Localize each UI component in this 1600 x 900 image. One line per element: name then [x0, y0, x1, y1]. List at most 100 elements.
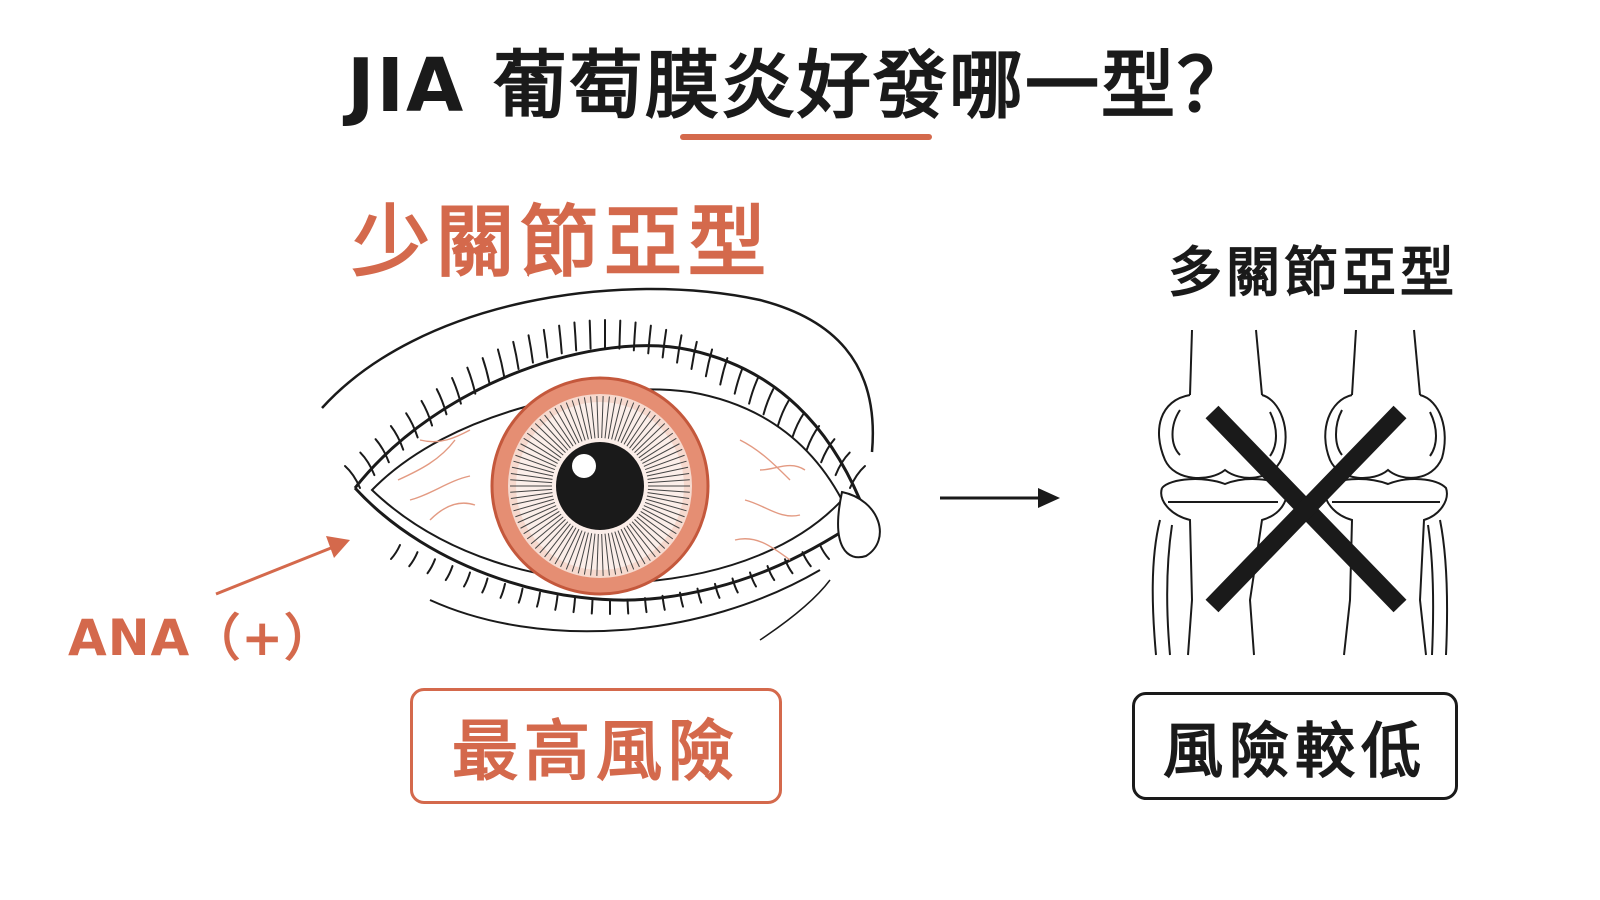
iris-fiber	[623, 527, 646, 565]
iris-fiber	[626, 525, 651, 561]
lower-eyelash	[749, 571, 757, 588]
highest-risk-badge: 最高風險	[410, 688, 782, 804]
lower-risk-text: 風險較低	[1163, 716, 1427, 787]
iris-fiber	[526, 432, 562, 459]
iris-fiber	[577, 398, 589, 440]
iris-fiber	[631, 418, 661, 451]
iris-fiber	[626, 411, 651, 447]
upper-eyelash	[661, 328, 668, 359]
iris-fiber	[640, 511, 677, 535]
lower-eyelash	[819, 544, 830, 560]
iris-fiber	[640, 437, 677, 461]
upper-eyelash	[573, 321, 578, 352]
upper-eyelash	[451, 377, 462, 405]
iris-fiber	[577, 532, 589, 574]
upper-eyelash	[690, 340, 698, 370]
title-underline	[680, 134, 932, 140]
iris-fiber	[554, 527, 577, 565]
highest-risk-text: 最高風險	[452, 713, 740, 790]
iris-fiber	[617, 530, 635, 570]
lower-risk-badge: 風險較低	[1132, 692, 1458, 800]
iris-fiber	[614, 531, 629, 572]
iris-fiber	[560, 404, 580, 444]
iris-fiber	[601, 533, 604, 576]
lower-eyelash	[714, 582, 721, 599]
upper-eyelash	[791, 412, 805, 439]
iris-fiber	[510, 492, 553, 500]
iris-fiber	[644, 454, 685, 471]
upper-eyelash	[496, 348, 506, 378]
iris-fiber	[629, 523, 656, 558]
upper-eyelash	[834, 451, 851, 477]
lower-eyelash	[696, 587, 703, 604]
iris-fiber	[565, 530, 583, 570]
iris-fiber	[596, 533, 599, 576]
upper-eyelash	[618, 319, 622, 350]
upper-eyelash	[676, 334, 683, 364]
iris-fiber	[583, 397, 593, 439]
iris-fiber	[636, 516, 670, 545]
upper-eyelash	[849, 465, 866, 489]
iris-fiber	[520, 443, 558, 464]
iris-fiber	[534, 423, 566, 454]
iris-fiber	[526, 513, 562, 540]
lower-eyelash	[499, 582, 506, 599]
iris-fiber	[515, 501, 556, 518]
page-title: JIA 葡萄膜炎好發哪一型？	[346, 43, 1254, 129]
iris-fiber	[510, 488, 553, 493]
lower-eyelash	[481, 577, 489, 594]
lower-eyelash	[644, 597, 648, 614]
iris-fiber	[554, 407, 577, 445]
iris-fiber	[634, 518, 666, 549]
iris-fiber	[523, 437, 560, 461]
lower-eyelash	[572, 597, 576, 614]
iris-fiber	[638, 432, 674, 459]
upper-eyelash	[420, 399, 434, 427]
upper-eyelash	[481, 357, 491, 386]
iris-fiber	[549, 525, 574, 561]
upper-eyelash	[542, 328, 549, 359]
iris-fiber	[638, 513, 674, 540]
lower-eyelash	[590, 598, 594, 615]
iris-fiber	[530, 516, 564, 545]
iris-fiber	[611, 532, 623, 574]
iris-fiber	[510, 479, 553, 484]
iris-fiber	[634, 423, 666, 454]
iris-fiber	[647, 488, 690, 493]
ana-positive-label: ANA（+）	[68, 609, 336, 667]
iris-fiber	[611, 398, 623, 440]
iris-fiber	[560, 528, 580, 568]
iris-fiber	[520, 508, 558, 529]
lower-eyelash	[390, 544, 401, 560]
iris-fiber	[517, 505, 557, 524]
lower-eyelash	[626, 598, 630, 615]
upper-eyelash	[344, 465, 361, 489]
upper-eyelash	[733, 366, 744, 395]
iris-fiber	[590, 396, 596, 439]
iris-fiber	[647, 492, 690, 500]
iris-fiber	[604, 396, 610, 439]
iris-fiber	[620, 528, 640, 568]
iris-fiber	[644, 501, 685, 518]
upper-eyelash	[805, 425, 821, 451]
iris-fiber	[646, 495, 689, 506]
iris-fiber	[614, 400, 629, 441]
upper-eyelash	[527, 334, 534, 364]
iris-fiber	[631, 521, 661, 554]
upper-eyelash	[558, 324, 563, 355]
polyarticular-subtype-label: 多關節亞型	[1168, 241, 1458, 304]
iris-fiber	[643, 505, 683, 524]
upper-eyelash	[776, 399, 790, 427]
upper-eyelash	[588, 319, 592, 350]
iris-fiber	[539, 418, 569, 451]
upper-eyelash	[512, 340, 520, 370]
upper-eyelash	[632, 321, 637, 352]
iris-fiber	[620, 404, 640, 444]
iris-fiber	[607, 397, 617, 439]
upper-eyelash	[719, 357, 729, 386]
iris-fiber	[601, 396, 604, 439]
iris-fiber	[617, 402, 635, 442]
